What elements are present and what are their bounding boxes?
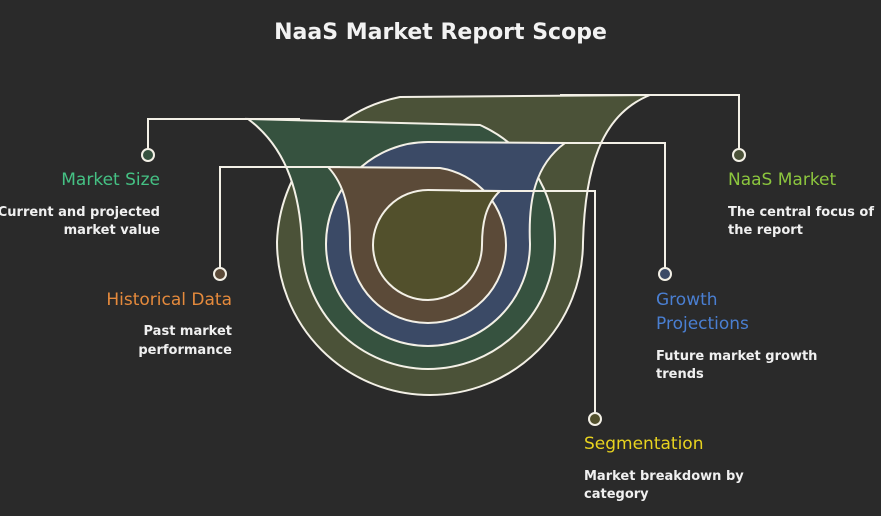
naas-market-label: NaaS Market bbox=[728, 170, 837, 190]
historical-data-label: Historical Data bbox=[106, 290, 232, 310]
layer-segmentation bbox=[371, 188, 503, 302]
historical-data-description-line: performance bbox=[138, 343, 232, 358]
dot-growth-projections bbox=[658, 267, 672, 281]
dot-market-size bbox=[141, 148, 155, 162]
historical-data-description-line: Past market bbox=[143, 324, 233, 339]
connector-historical-data bbox=[219, 166, 340, 268]
segmentation-description-line: Market breakdown by bbox=[584, 469, 744, 484]
page-title: NaaS Market Report Scope bbox=[274, 20, 607, 45]
dot-naas-market bbox=[732, 148, 746, 162]
growth-projections-description-line: trends bbox=[656, 367, 704, 382]
connector-growth-projections bbox=[540, 142, 666, 268]
connector-naas-market bbox=[560, 94, 740, 149]
naas-market-description-line: the report bbox=[728, 223, 803, 238]
dot-segmentation bbox=[588, 412, 602, 426]
connector-segmentation bbox=[460, 190, 596, 413]
dot-historical-data bbox=[213, 267, 227, 281]
growth-projections-description-line: Future market growth bbox=[656, 349, 818, 364]
naas-market-description-line: The central focus of bbox=[728, 205, 875, 220]
segmentation-description-line: category bbox=[584, 487, 649, 502]
connector-market-size bbox=[147, 118, 300, 149]
segmentation-label: Segmentation bbox=[584, 434, 704, 454]
market-size-label: Market Size bbox=[61, 170, 160, 190]
market-size-description-line: market value bbox=[63, 223, 160, 238]
growth-projections-label: Projections bbox=[656, 314, 749, 334]
growth-projections-label: Growth bbox=[656, 290, 718, 310]
market-size-description-line: Current and projected bbox=[0, 205, 160, 220]
